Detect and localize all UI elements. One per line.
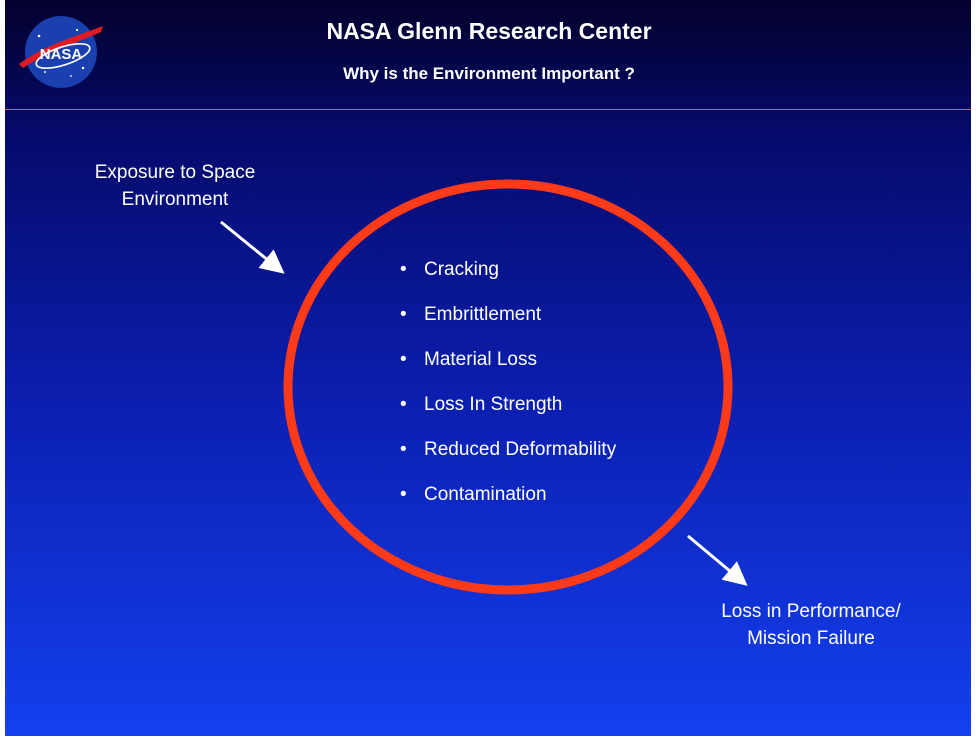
input-label: Exposure to Space Environment [45,159,305,213]
nasa-logo-text: NASA [40,46,83,63]
bullet-icon: • [400,259,407,280]
list-item: • Reduced Deformability [400,436,616,481]
effect-label: Contamination [424,484,547,505]
effects-list: •Cracking •Embrittlement •Material Loss … [400,256,616,526]
output-label: Loss in Performance/ Mission Failure [681,598,941,652]
list-item: • Embrittlement [400,301,616,346]
list-item: • Contamination [400,481,616,526]
input-label-line2: Environment [121,189,229,210]
output-label-line2: Mission Failure [747,628,875,649]
bullet-icon: • [400,439,407,460]
effect-label: Embrittlement [424,304,542,325]
effect-label: Loss In Strength [424,394,563,415]
slide: NASA NASA Glenn Research Center Why is t… [5,0,971,736]
list-item: • Cracking [400,256,616,301]
page-subtitle: Why is the Environment Important ? [343,64,635,83]
header: NASA NASA Glenn Research Center Why is t… [5,0,971,110]
page-title: NASA Glenn Research Center [326,18,652,44]
effect-label: Reduced Deformability [424,439,617,460]
bullet-icon: • [400,304,407,325]
nasa-logo: NASA [19,16,103,88]
list-item: • Material Loss [400,346,616,391]
output-arrow [687,534,748,586]
bullet-icon: • [400,484,407,505]
effect-label: Cracking [424,259,499,280]
effect-label: Material Loss [424,349,537,370]
header-divider [5,109,971,110]
bullet-icon: • [400,349,407,370]
list-item: • Loss In Strength [400,391,616,436]
input-label-line1: Exposure to Space [94,162,256,183]
bullet-icon: • [400,394,407,415]
output-label-line1: Loss in Performance/ [721,601,901,622]
input-arrow [220,220,285,274]
